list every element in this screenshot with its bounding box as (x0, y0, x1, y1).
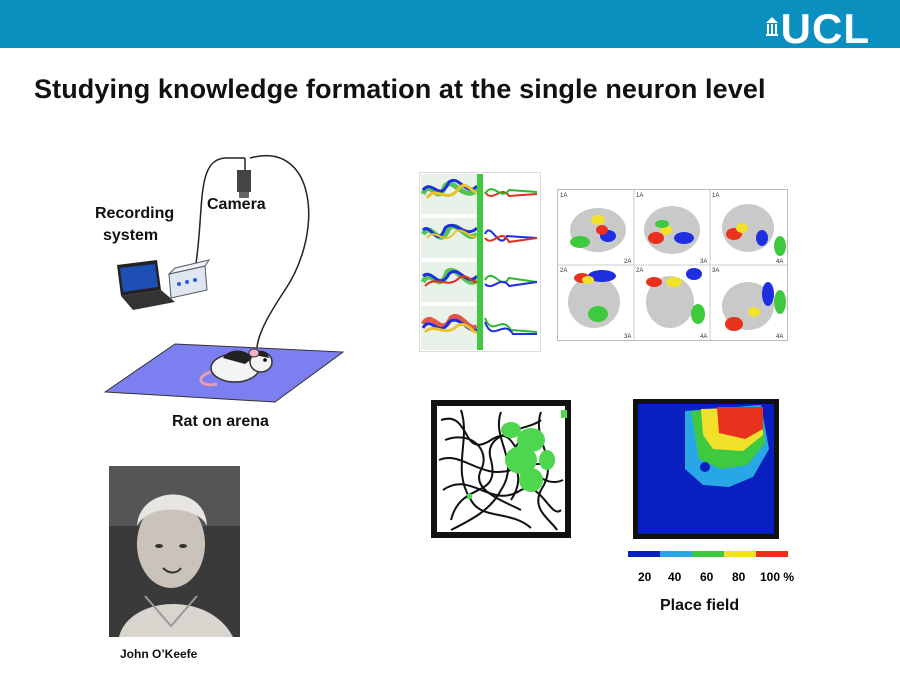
scale-segment (756, 551, 788, 557)
trajectory-panel (431, 400, 571, 538)
waveform-group-1 (420, 174, 538, 214)
place-field-heatmap (638, 404, 774, 534)
cluster-panel-label: 4A (700, 334, 707, 340)
recording-label-line2: system (103, 227, 159, 244)
setup-illustration (103, 155, 345, 403)
cluster-panel-label: 1A (712, 193, 719, 199)
header-bar (0, 0, 900, 48)
scale-tick-label: 60 (700, 570, 714, 584)
scale-segment (724, 551, 756, 557)
cluster-panels: 1A 2A 1A 3A 1A 4A 2A 3A 2A 4A 3A 4A (557, 189, 788, 341)
camera-label: Camera (207, 196, 266, 213)
waveform-group-2 (420, 218, 538, 258)
recording-system-label: Recording system (95, 203, 174, 247)
cluster-panel-label: 4A (776, 259, 783, 265)
place-field-map (633, 399, 779, 539)
scale-tick-label: 80 (732, 570, 746, 584)
arena-label: Rat on arena (172, 413, 269, 430)
scale-tick-label: 40 (668, 570, 682, 584)
scale-tick-label: 20 (638, 570, 652, 584)
cluster-panel-label: 4A (776, 334, 783, 340)
portrait-photo (109, 466, 240, 637)
scale-tick-label: 100 % (760, 570, 795, 584)
ucl-logo: UCL (765, 5, 870, 52)
waveform-group-4 (420, 306, 538, 350)
place-field-title: Place field (660, 597, 740, 614)
portrait-image (109, 466, 240, 637)
cluster-panel-label: 3A (624, 334, 631, 340)
cluster-scatter: 1A 2A 1A 3A 1A 4A 2A 3A 2A 4A 3A 4A (558, 190, 787, 340)
portico-icon (765, 17, 778, 36)
waveform-group-3 (420, 262, 538, 302)
portrait-caption: John O’Keefe (120, 647, 198, 661)
cluster-panel-label: 2A (560, 268, 567, 274)
cluster-panel-label: 2A (624, 259, 631, 265)
logo-wordmark: UCL (780, 5, 870, 52)
color-scale (628, 551, 788, 557)
scale-segment (692, 551, 724, 557)
recording-label-line1: Recording (95, 205, 175, 222)
spike-waveforms (419, 172, 541, 352)
cluster-panel-label: 3A (712, 268, 719, 274)
slide-title: Studying knowledge formation at the sing… (34, 74, 766, 104)
scale-segment (660, 551, 692, 557)
cluster-panel-label: 1A (560, 193, 567, 199)
trajectory-plot (437, 406, 567, 532)
cluster-panel-label: 2A (636, 268, 643, 274)
cluster-panel-label: 1A (636, 193, 643, 199)
scale-segment (628, 551, 660, 557)
cluster-panel-label: 3A (700, 259, 707, 265)
